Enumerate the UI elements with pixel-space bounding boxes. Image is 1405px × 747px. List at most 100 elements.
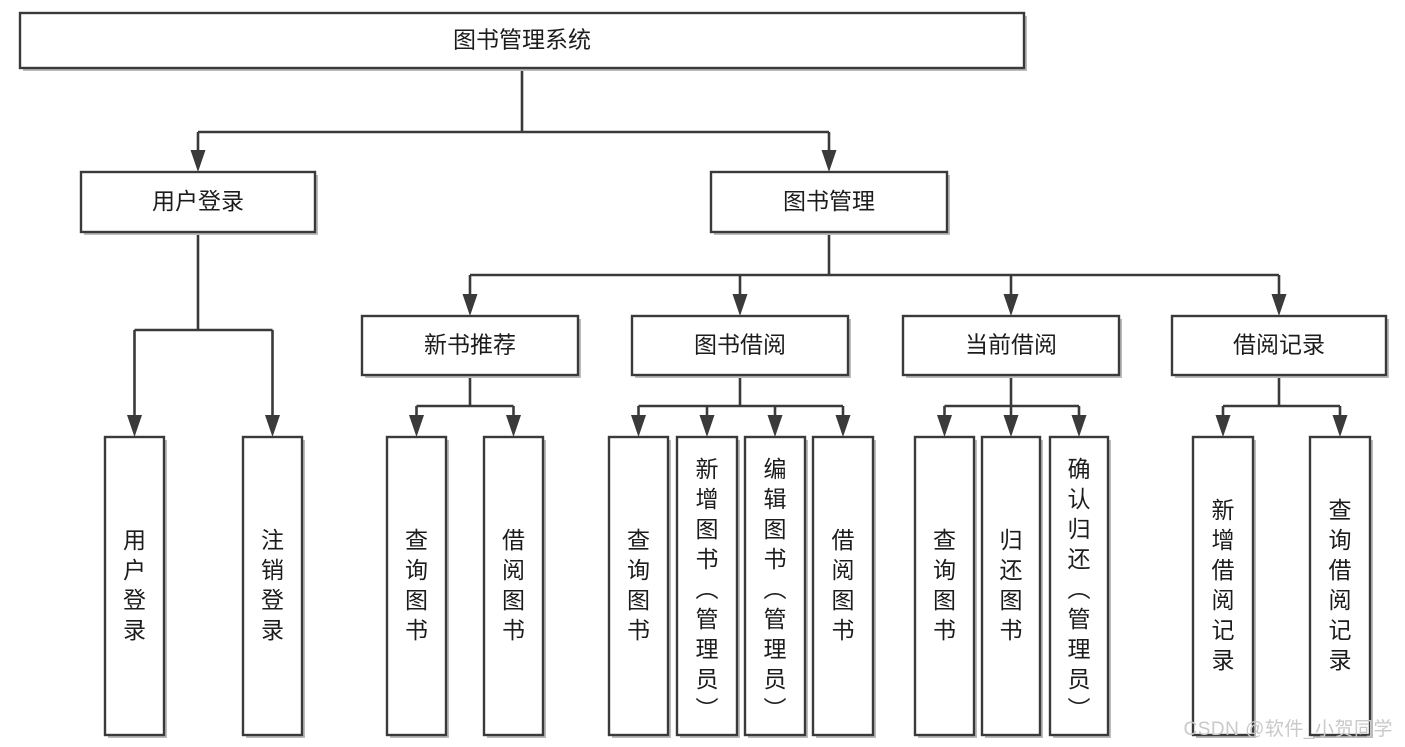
node-l2[interactable]: 注销登录 <box>241 435 305 738</box>
arrow-head-icon <box>1003 415 1019 437</box>
node-label-char: 图 <box>627 587 650 613</box>
node-root[interactable]: 图书管理系统 <box>18 11 1027 71</box>
node-label-char: 阅 <box>1329 587 1352 613</box>
node-box[interactable] <box>103 435 166 737</box>
node-label-char: 归 <box>1000 527 1023 553</box>
node-box[interactable] <box>1170 314 1388 377</box>
node-l7[interactable]: 编辑图书︵管理员︶ <box>743 435 808 738</box>
node-l6[interactable]: 新增图书︵管理员︶ <box>675 435 740 738</box>
node-n3c[interactable]: 当前借阅 <box>901 314 1122 378</box>
arrow-head-icon <box>835 415 851 437</box>
node-box[interactable] <box>607 435 670 737</box>
node-label: 新书推荐 <box>424 332 516 358</box>
node-label-char: 记 <box>1329 617 1352 643</box>
node-label-char: 新 <box>1212 497 1235 523</box>
node-box[interactable] <box>811 435 875 737</box>
arrow-head-icon <box>699 415 715 437</box>
node-label-char: 图 <box>933 587 956 613</box>
node-label-char: 理 <box>696 636 719 662</box>
node-n3d[interactable]: 借阅记录 <box>1170 314 1389 378</box>
node-label: 查询借阅记录 <box>1329 497 1352 673</box>
node-n2b[interactable]: 图书管理 <box>709 170 950 235</box>
node-label: 借阅图书 <box>502 527 525 643</box>
arrow-head-icon <box>462 294 478 316</box>
node-label-char: 管 <box>1068 606 1091 632</box>
node-n3b[interactable]: 图书借阅 <box>630 314 851 378</box>
arrow-head-icon <box>1003 294 1019 316</box>
node-label-char: 书 <box>696 546 719 572</box>
arrow-head-icon <box>1271 294 1287 316</box>
node-label-char: 查 <box>405 527 428 553</box>
node-box[interactable] <box>1308 435 1372 737</box>
node-l9[interactable]: 查询图书 <box>913 435 977 738</box>
node-box[interactable] <box>743 435 807 737</box>
node-label-char: 图 <box>405 587 428 613</box>
node-label-char: 询 <box>627 557 650 583</box>
node-label-char: 管 <box>764 606 787 632</box>
arrow-head-icon <box>1071 415 1087 437</box>
node-label: 新增图书︵管理员︶ <box>696 456 719 722</box>
node-label-char: 增 <box>1212 527 1235 553</box>
edge-group <box>1215 375 1348 437</box>
arrow-head-icon <box>937 415 952 437</box>
node-label-char: 登 <box>261 587 284 613</box>
node-label: 查询图书 <box>405 527 428 643</box>
node-box[interactable] <box>385 435 448 737</box>
node-label-char: 录 <box>123 617 146 643</box>
node-label: 用户登录 <box>152 188 244 214</box>
node-l4[interactable]: 借阅图书 <box>482 435 546 738</box>
node-l8[interactable]: 借阅图书 <box>811 435 876 738</box>
node-label-char: 书 <box>405 617 428 643</box>
node-label-char: 销 <box>261 557 284 583</box>
node-label-char: ︶ <box>764 696 787 722</box>
node-box[interactable] <box>18 11 1026 70</box>
node-label-char: 理 <box>764 636 787 662</box>
node-label-char: ︵ <box>1068 576 1091 602</box>
node-n2a[interactable]: 用户登录 <box>79 170 318 235</box>
node-n3a[interactable]: 新书推荐 <box>360 314 581 378</box>
node-label-char: 图 <box>696 516 719 542</box>
arrow-head-icon <box>1215 415 1231 437</box>
node-l10[interactable]: 归还图书 <box>980 435 1043 738</box>
node-label-char: 书 <box>832 617 855 643</box>
node-label-char: 理 <box>1068 636 1091 662</box>
node-box[interactable] <box>1191 435 1255 737</box>
node-label: 确认归还︵管理员︶ <box>1068 456 1091 722</box>
node-label-char: 新 <box>696 456 719 482</box>
edge-group <box>937 375 1087 437</box>
node-l5[interactable]: 查询图书 <box>607 435 671 738</box>
node-label-char: 认 <box>1068 486 1091 512</box>
node-box[interactable] <box>675 435 739 737</box>
node-box[interactable] <box>241 435 304 737</box>
edge-group <box>190 68 837 172</box>
node-box[interactable] <box>901 314 1121 377</box>
node-label-char: 询 <box>405 557 428 583</box>
node-box[interactable] <box>709 170 949 234</box>
node-box[interactable] <box>79 170 317 234</box>
node-label-char: 查 <box>933 527 956 553</box>
node-label-char: 员 <box>696 666 719 692</box>
node-label-char: 书 <box>502 617 525 643</box>
node-box[interactable] <box>980 435 1042 737</box>
node-l3[interactable]: 查询图书 <box>385 435 449 738</box>
node-label-char: 书 <box>627 617 650 643</box>
node-box[interactable] <box>482 435 545 737</box>
node-box[interactable] <box>360 314 580 377</box>
arrow-head-icon <box>506 415 521 437</box>
node-box[interactable] <box>1048 435 1110 737</box>
node-label-char: 员 <box>764 666 787 692</box>
node-box[interactable] <box>630 314 850 377</box>
node-l13[interactable]: 查询借阅记录 <box>1308 435 1373 738</box>
node-l12[interactable]: 新增借阅记录 <box>1191 435 1256 738</box>
node-l1[interactable]: 用户登录 <box>103 435 167 738</box>
node-label: 编辑图书︵管理员︶ <box>764 456 787 722</box>
node-box[interactable] <box>913 435 976 737</box>
arrow-head-icon <box>190 150 206 172</box>
node-label-char: 注 <box>261 527 284 553</box>
arrow-head-icon <box>631 415 646 437</box>
edge-group <box>462 232 1287 316</box>
node-label-char: 户 <box>123 557 146 583</box>
node-label: 用户登录 <box>123 527 146 643</box>
node-l11[interactable]: 确认归还︵管理员︶ <box>1048 435 1111 738</box>
